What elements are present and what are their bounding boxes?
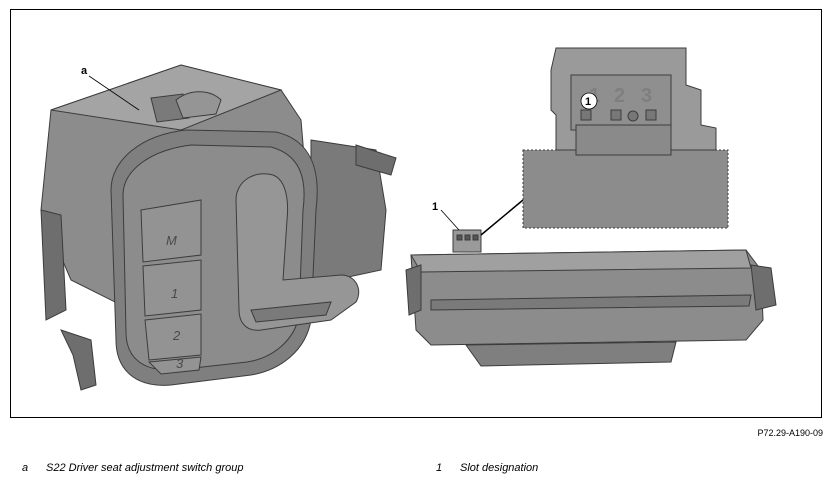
legend-key-1: 1 (436, 462, 443, 474)
legend-item-1: 1 Slot designation (436, 462, 538, 474)
callout-1: 1 (432, 201, 438, 213)
switch-labels: M 1 2 3 (166, 233, 184, 371)
slot-callout-1: 1 (585, 96, 591, 108)
slot-number-3: 3 (641, 85, 652, 107)
callout-a: a (81, 65, 88, 77)
slot-callout-circle (580, 92, 598, 110)
callout-a-leader (88, 75, 140, 111)
figure-frame: M 1 2 3 a 1 1 2 3 (10, 9, 822, 418)
slot-detail (522, 47, 729, 229)
switch-label-2: 2 (172, 328, 181, 343)
module-illustration (405, 229, 777, 367)
switch-group-illustration (40, 64, 397, 391)
callout-1-leader (440, 209, 460, 231)
legend-text-1: Slot designation (460, 462, 539, 474)
illustration: M 1 2 3 a 1 1 2 3 (40, 47, 777, 391)
legend-item-a: a S22 Driver seat adjustment switch group (22, 462, 243, 474)
figure-code: P72.29-A190-09 (757, 428, 823, 438)
switch-label-1: 1 (171, 286, 178, 301)
switch-label-3: 3 (176, 356, 184, 371)
slot-numbers: 1 2 3 (589, 85, 652, 107)
legend-text-a: S22 Driver seat adjustment switch group (46, 462, 244, 474)
legend-key-a: a (22, 462, 29, 474)
switch-label-m: M (166, 233, 177, 248)
slot-number-2: 2 (614, 85, 625, 107)
zoom-line (480, 199, 524, 236)
